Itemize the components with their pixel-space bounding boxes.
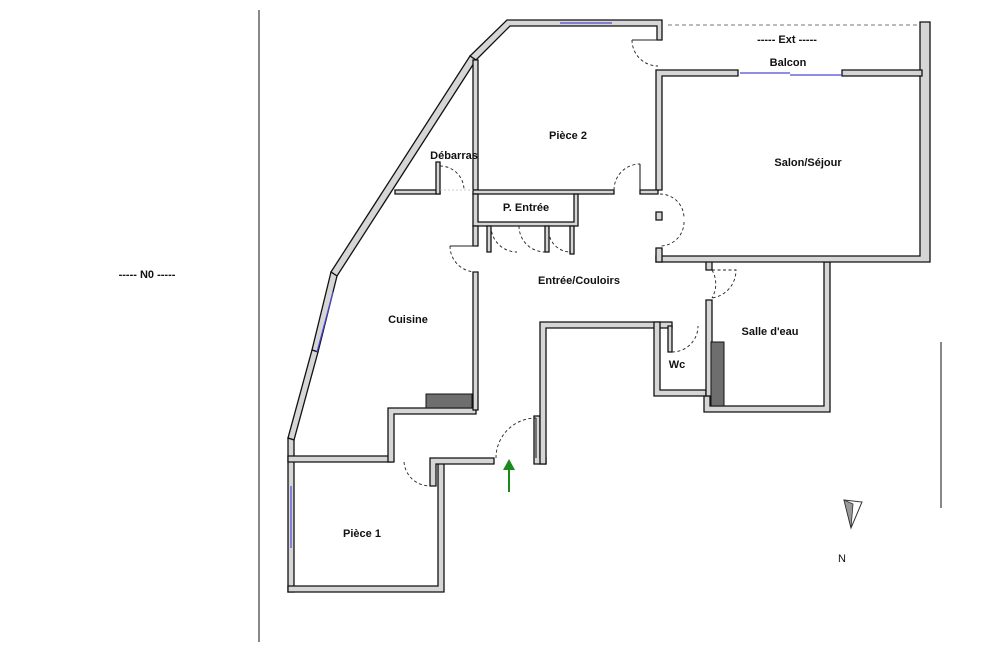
compass-arrow-icon [843,499,863,530]
duct-cuisine [425,393,473,409]
neighbour-label: ----- N0 ----- [119,269,176,281]
room-label-p-entree: P. Entrée [503,202,549,214]
room-label-balcon: Balcon [770,57,807,69]
north-label: N [838,553,846,565]
room-label-salle-eau: Salle d'eau [741,326,798,338]
room-label-piece2: Pièce 2 [549,130,587,142]
doors [403,39,737,487]
room-label-ext: ----- Ext ----- [757,34,817,46]
room-label-debarras: Débarras [430,150,478,162]
room-label-salon: Salon/Séjour [774,157,842,169]
arrow-up-icon [503,459,515,492]
room-label-entree: Entrée/Couloirs [538,275,620,287]
room-label-cuisine: Cuisine [388,314,428,326]
windows [290,22,842,548]
room-label-piece1: Pièce 1 [343,528,381,540]
duct-salle-eau [710,341,725,407]
outer-walls [287,19,931,593]
inner-walls [394,59,673,411]
room-label-wc: Wc [669,359,686,371]
window-cuisine [316,291,334,353]
